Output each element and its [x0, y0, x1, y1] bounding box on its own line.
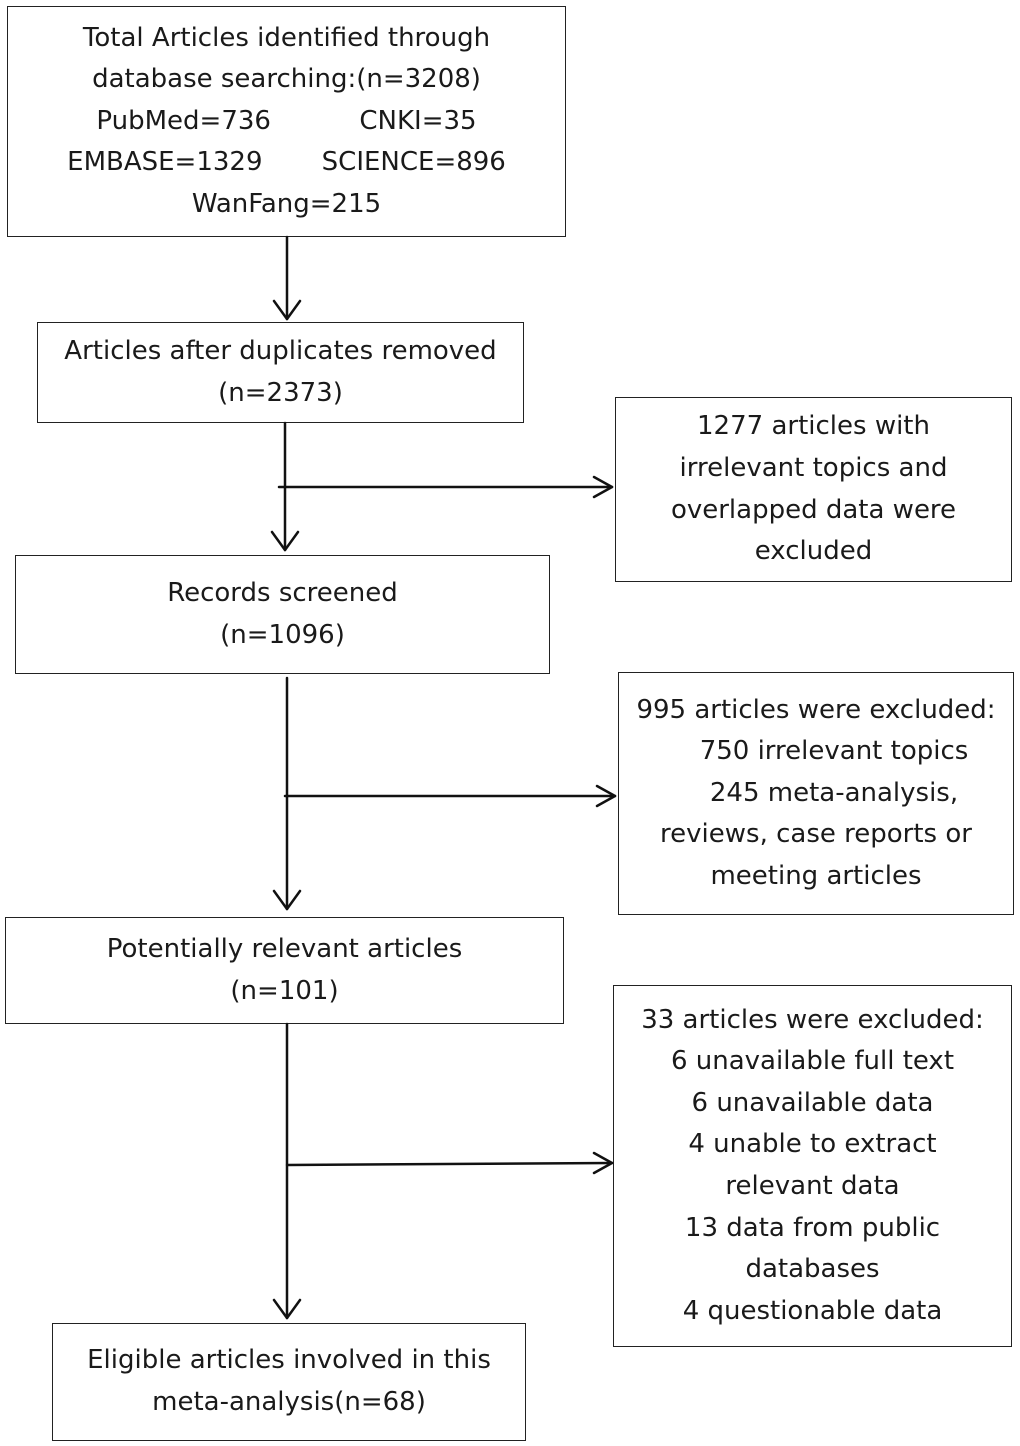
- identification-box: Total Articles identified through databa…: [7, 6, 566, 237]
- arrow-down-3: [272, 676, 302, 911]
- exclusion-3-line: 4 unable to extract: [688, 1129, 937, 1160]
- exclusion-box-2: 995 articles were excluded: 750 irreleva…: [618, 672, 1014, 915]
- exclusion-1-line: irrelevant topics and: [679, 452, 948, 483]
- eligible-title: Eligible articles involved in this: [87, 1345, 491, 1376]
- exclusion-2-title: 995 articles were excluded:: [636, 694, 996, 725]
- arrow-right-2: [283, 784, 617, 808]
- screened-count: (n=1096): [220, 619, 345, 650]
- arrow-right-1: [277, 475, 614, 499]
- dedup-title: Articles after duplicates removed: [64, 335, 497, 366]
- exclusion-3-line: 13 data from public: [684, 1212, 941, 1243]
- exclusion-3-line: 6 unavailable full text: [670, 1046, 955, 1077]
- exclusion-3-line: databases: [745, 1254, 880, 1285]
- exclusion-2-line: 750 irrelevant topics: [699, 736, 969, 767]
- exclusion-3-line: 6 unavailable data: [691, 1087, 934, 1118]
- eligible-box: Eligible articles involved in this meta-…: [52, 1323, 526, 1441]
- screened-box: Records screened (n=1096): [15, 555, 550, 674]
- identification-title: Total Articles identified through: [82, 22, 491, 53]
- exclusion-3-line: 4 questionable data: [682, 1295, 943, 1326]
- relevant-title: Potentially relevant articles: [106, 933, 463, 964]
- eligible-count: meta-analysis(n=68): [152, 1387, 426, 1417]
- arrow-down-1: [272, 235, 302, 321]
- source-pubmed: PubMed=736: [96, 105, 271, 136]
- exclusion-2-line: 245 meta-analysis,: [709, 777, 959, 808]
- arrow-down-4: [272, 1022, 302, 1320]
- identification-total: database searching:(n=3208): [92, 64, 481, 95]
- arrow-right-3: [285, 1151, 614, 1175]
- source-cnki: CNKI=35: [359, 105, 477, 136]
- dedup-box: Articles after duplicates removed (n=237…: [37, 322, 524, 423]
- exclusion-box-3: 33 articles were excluded: 6 unavailable…: [613, 985, 1012, 1347]
- exclusion-1-line: overlapped data were: [670, 494, 957, 525]
- exclusion-3-title: 33 articles were excluded:: [641, 1004, 984, 1035]
- exclusion-box-1: 1277 articles with irrelevant topics and…: [615, 397, 1012, 582]
- exclusion-1-line: excluded: [754, 536, 873, 567]
- dedup-count: (n=2373): [218, 377, 343, 408]
- exclusion-2-line: reviews, case reports or: [660, 819, 972, 850]
- source-embase: EMBASE=1329: [67, 147, 263, 178]
- source-wanfang: WanFang=215: [191, 188, 382, 219]
- relevant-box: Potentially relevant articles (n=101): [5, 917, 564, 1024]
- source-science: SCIENCE=896: [321, 147, 506, 178]
- screened-title: Records screened: [167, 577, 398, 608]
- exclusion-1-line: 1277 articles with: [697, 411, 930, 442]
- exclusion-3-line: relevant data: [725, 1171, 900, 1201]
- relevant-count: (n=101): [230, 975, 339, 1006]
- exclusion-2-line: meeting articles: [710, 860, 922, 891]
